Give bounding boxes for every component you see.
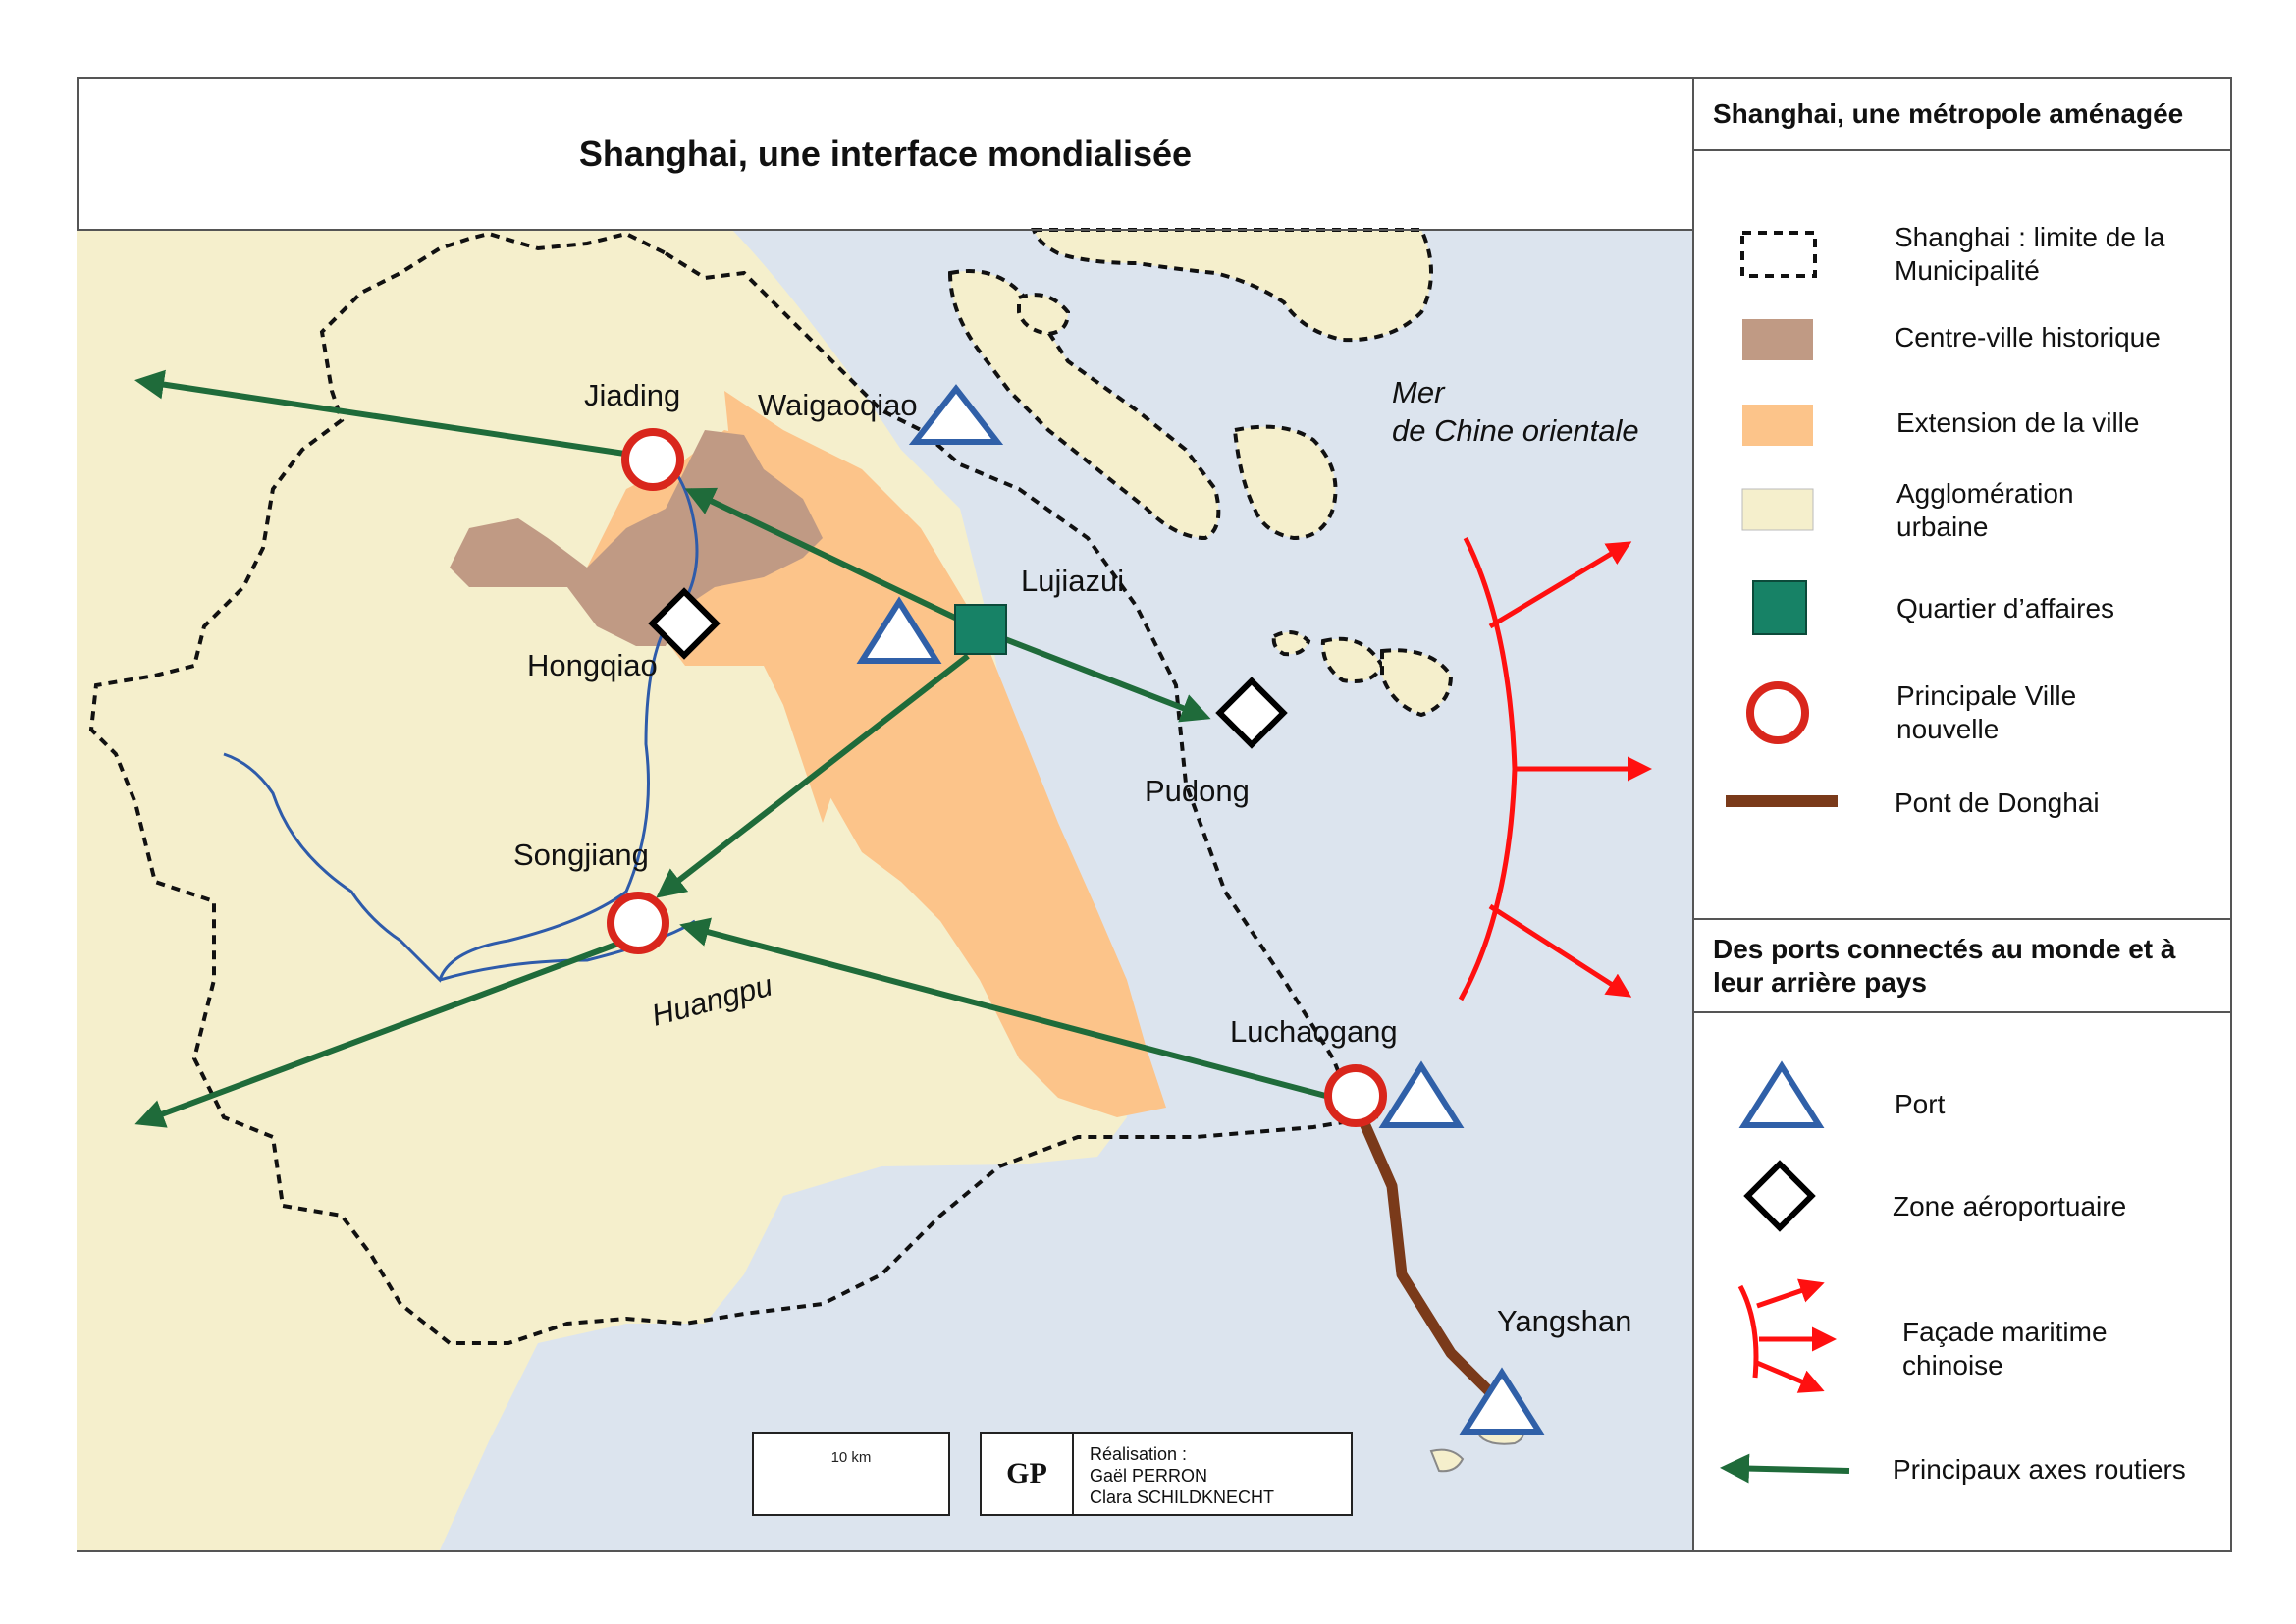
pudong-airport-icon	[1215, 677, 1288, 749]
gp-logo: GP	[982, 1434, 1074, 1514]
scale-label: 10 km	[830, 1449, 872, 1466]
legend-section2-title: Des ports connectés au monde et à leur a…	[1713, 934, 2176, 998]
legend-label-airport: Zone aéroportuaire	[1893, 1191, 2127, 1221]
legend-blue-triangle-icon	[1738, 1060, 1825, 1128]
legend-green-square-icon	[1752, 580, 1807, 635]
chongming-island	[1031, 228, 1433, 343]
legend-label-port: Port	[1895, 1089, 1946, 1119]
place-label-lujiazui: Lujiazui	[1021, 564, 1125, 598]
map-title: Shanghai, une interface mondialisée	[578, 134, 1193, 174]
legend-orange-area-swatch	[1742, 405, 1813, 446]
songjiang-newtown-icon	[607, 892, 669, 954]
yangshan-port-icon	[1459, 1367, 1545, 1435]
road-lujiazui-songjiang	[656, 653, 970, 898]
legend-section1-title: Shanghai, une métropole aménagée	[1713, 98, 2184, 129]
hengsha-island	[1232, 424, 1338, 541]
eastern-islet-2	[1320, 636, 1385, 683]
place-label-songjiang: Songjiang	[513, 838, 649, 872]
credits-text: Réalisation : Gaël PERRON Clara SCHILDKN…	[1090, 1443, 1274, 1508]
hongqiao-airport-icon	[648, 587, 721, 660]
place-label-yangshan: Yangshan	[1497, 1304, 1632, 1338]
eastern-islet-3	[1380, 648, 1454, 718]
place-label-hongqiao: Hongqiao	[527, 648, 658, 682]
scale-box: 10 km	[752, 1432, 950, 1516]
sea-label-line2: de Chine orientale	[1392, 413, 1639, 448]
legend-label-boundary: Shanghai : limite de la Municipalité	[1895, 222, 2165, 286]
lujiazui-port-icon	[856, 596, 942, 664]
legend-cream-area-swatch	[1741, 488, 1814, 531]
credits-line2: Gaël PERRON	[1090, 1466, 1208, 1486]
road-luchaogang-songjiang	[679, 917, 1334, 1101]
luchaogang-port-icon	[1378, 1060, 1465, 1128]
municipality-boundary	[88, 231, 1379, 1345]
road-lujiazui-jiading	[684, 487, 982, 632]
credits-line1: Réalisation :	[1090, 1444, 1188, 1464]
place-label-waigaoqiao: Waigaoqiao	[758, 388, 918, 422]
legend-label-agglomeration: Agglomération urbaine	[1896, 478, 2074, 542]
place-label-luchaogang: Luchaogang	[1230, 1014, 1398, 1049]
huangpu-river-branch	[439, 919, 696, 982]
map-canvas	[77, 77, 2232, 1552]
place-label-jiading: Jiading	[584, 378, 681, 412]
maritime-arrow-se	[1488, 903, 1632, 998]
legend-black-diamond-icon	[1743, 1160, 1816, 1232]
credits-line3: Clara SCHILDKNECHT	[1090, 1488, 1275, 1507]
road-songjiang-southwest	[134, 938, 628, 1128]
legend-label-extension: Extension de la ville	[1896, 407, 2140, 438]
historic-center-area	[450, 430, 823, 646]
legend-label-historic-center: Centre-ville historique	[1895, 322, 2161, 352]
sea-label-line1: Mer	[1392, 375, 1445, 409]
luchaogang-newtown-icon	[1324, 1064, 1387, 1127]
lujiazui-business-icon	[954, 604, 1007, 655]
waigaoqiao-port-icon	[908, 384, 1004, 445]
maritime-arrow-ne	[1488, 541, 1632, 629]
legend-label-new-town: Principale Ville nouvelle	[1896, 680, 2077, 744]
legend-label-bridge: Pont de Donghai	[1895, 787, 2100, 818]
legend-brown-area-swatch	[1742, 319, 1813, 360]
legend-green-arrow-icon	[1720, 1453, 1850, 1484]
small-island-1	[1017, 293, 1071, 337]
legend-red-ring-icon	[1746, 681, 1809, 744]
donghai-bridge	[1352, 1102, 1496, 1398]
place-label-pudong: Pudong	[1145, 774, 1250, 808]
legend-label-business-district: Quartier d’affaires	[1896, 593, 2115, 623]
legend-red-fan-arrows-icon	[1737, 1278, 1837, 1393]
changxing-island	[947, 269, 1221, 541]
legend-label-maritime-facade: Façade maritime chinoise	[1902, 1317, 2108, 1380]
jiading-newtown-icon	[621, 428, 684, 491]
credits-box: GP Réalisation : Gaël PERRON Clara SCHIL…	[980, 1432, 1353, 1516]
legend-label-roads: Principaux axes routiers	[1893, 1454, 2186, 1485]
road-lujiazui-pudong	[978, 626, 1211, 723]
legend-dashed-boundary-icon	[1740, 231, 1817, 278]
eastern-islet-1	[1271, 630, 1311, 657]
road-jiading-west	[134, 369, 652, 460]
